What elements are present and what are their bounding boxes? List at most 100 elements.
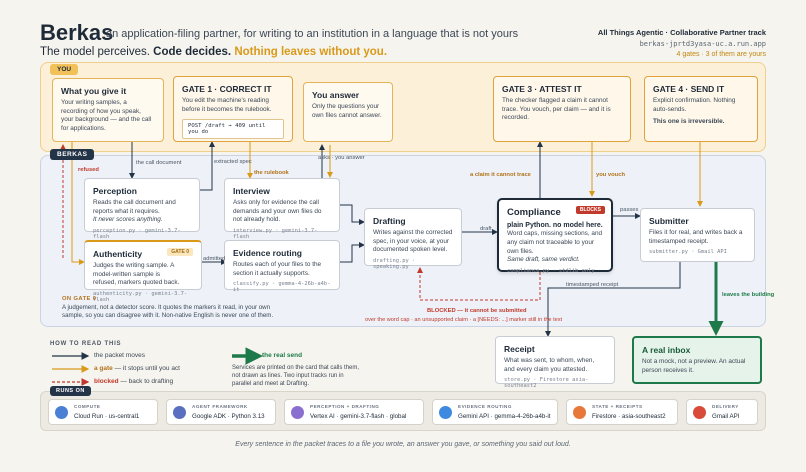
label-passes: passes: [620, 207, 639, 213]
interview-card: Interview Asks only for evidence the cal…: [224, 178, 340, 240]
submitter-text: Files it for real, and writes back a tim…: [649, 229, 743, 245]
gate4-text: Explicit confirmation. Nothing auto-send…: [653, 97, 736, 113]
you-answer-text: Only the questions your own files cannot…: [312, 103, 382, 119]
compliance-verdict: Same draft, same verdict.: [507, 256, 580, 264]
gate3-card[interactable]: GATE 3 · ATTEST IT The checker flagged a…: [493, 76, 631, 142]
compliance-title: Compliance: [507, 207, 561, 218]
perception-card: Perception Reads the call document and r…: [84, 178, 200, 240]
label-cannot-trace: a claim it cannot trace: [470, 172, 531, 178]
you-zone-tag: YOU: [50, 64, 79, 75]
compliance-subtitle: plain Python. no model here.: [507, 222, 603, 229]
label-call-document: the call document: [136, 160, 182, 166]
adk-icon: [173, 406, 186, 419]
gate1-card[interactable]: GATE 1 · CORRECT IT You edit the machine…: [173, 76, 293, 142]
interview-code: interview.py · gemini-3.7-flash: [233, 227, 318, 240]
compliance-text: Word caps, missing sections, and any cla…: [507, 230, 603, 255]
gate4-title: GATE 4 · SEND IT: [653, 84, 725, 94]
vertex-ai-icon: [291, 406, 304, 419]
cloud-run-icon: [55, 406, 68, 419]
gates-count: 4 gates · 3 of them are yours: [676, 51, 767, 58]
gate4-warning: This one is irreversible.: [653, 118, 725, 126]
motto-orange: Nothing leaves without you.: [234, 46, 388, 58]
you-answer-title: You answer: [312, 90, 360, 100]
authenticity-refused: refused, markers quoted back.: [93, 279, 180, 287]
drafting-text: Writes against the corrected spec, in yo…: [373, 229, 453, 254]
service-key: DELIVERY: [712, 404, 739, 409]
service-card: DELIVERY Gmail API: [686, 399, 758, 425]
arrow-receipt: [545, 262, 681, 337]
service-card: STATE + RECEIPTS Firestore · asia-southea…: [566, 399, 678, 425]
agent-zone-tag: BERKAS: [50, 149, 95, 160]
evidence-routing-title: Evidence routing: [233, 248, 302, 258]
label-timestamped-receipt: timestamped receipt: [566, 282, 619, 288]
gate1-command: POST /draft → 409 until you do: [182, 119, 284, 140]
arrow-routing-drafting: [340, 242, 365, 263]
authenticity-card: Authenticity GATE 0 Judges the writing s…: [84, 240, 202, 303]
real-inbox-title: A real inbox: [642, 345, 691, 355]
authenticity-code: authenticity.py · gemini-3.7-flash: [93, 290, 188, 303]
legend-moves: the packet moves: [94, 352, 145, 359]
gate1-text: You edit the machine's reading before it…: [182, 97, 272, 113]
evidence-routing-card: Evidence routing Routes each of your fil…: [224, 240, 340, 293]
authenticity-text: Judges the writing sample. A model-writt…: [93, 262, 174, 278]
gate0-note-text: A judgement, not a detector score. It qu…: [62, 304, 274, 320]
arrow-blocked: [417, 267, 541, 301]
service-key: STATE + RECEIPTS: [592, 404, 643, 409]
gate3-text: The checker flagged a claim it cannot tr…: [502, 97, 611, 122]
service-value: Cloud Run · us-central1: [74, 413, 140, 420]
legend-real-send: the real send: [262, 352, 303, 359]
submitter-title: Submitter: [649, 216, 689, 226]
perception-note: It never scores anything.: [93, 216, 163, 224]
label-blocked-submit: BLOCKED — it cannot be submitted: [427, 308, 527, 314]
legend-gate-strong: a gate: [94, 365, 113, 372]
motto-plain: The model perceives.: [40, 46, 150, 58]
label-leaves-building: leaves the building: [722, 292, 775, 298]
submitter-code: submitter.py · Gmail API: [649, 249, 727, 256]
what-you-give-title: What you give it: [61, 86, 127, 96]
arrow-extracted-spec: [200, 141, 215, 191]
service-value: Google ADK · Python 3.13: [192, 413, 265, 420]
label-the-rulebook: the rulebook: [254, 170, 289, 176]
evidence-routing-text: Routes each of your files to the section…: [233, 261, 322, 277]
motto-bold: Code decides.: [153, 46, 232, 58]
you-answer-card[interactable]: You answer Only the questions your own f…: [303, 82, 393, 142]
blocks-badge: BLOCKS: [575, 206, 605, 214]
brand-title: Berkas: [40, 20, 114, 45]
submitter-card: Submitter Files it for real, and writes …: [640, 208, 755, 262]
receipt-code: store.py · Firestore asia-southeast2: [504, 377, 589, 390]
gate4-card[interactable]: GATE 4 · SEND IT Explicit confirmation. …: [644, 76, 758, 142]
gate3-title: GATE 3 · ATTEST IT: [502, 84, 582, 94]
legend-title: HOW TO READ THIS: [50, 341, 122, 347]
label-draft: draft: [480, 226, 492, 232]
label-asks-answer: asks · you answer: [318, 155, 365, 161]
track-title: All Things Agentic · Collaborative Partn…: [597, 28, 766, 37]
perception-text: Reads the call document and reports what…: [93, 199, 176, 215]
service-value: Gmail API: [712, 413, 740, 420]
gate0-note-title: ON GATE 0: [62, 296, 97, 302]
authenticity-title: Authenticity: [93, 249, 143, 259]
service-value: Firestore · asia-southeast2: [592, 413, 666, 420]
compliance-card: Compliance BLOCKS plain Python. no model…: [497, 198, 613, 274]
legend-gate: a gate — it stops until you act: [94, 365, 180, 372]
gemini-icon: [439, 406, 452, 419]
app-url[interactable]: berkas-jprtd3yasa-uc.a.run.app: [639, 40, 766, 48]
service-key: AGENT FRAMEWORK: [192, 404, 248, 409]
gate1-title: GATE 1 · CORRECT IT: [182, 84, 272, 94]
legend-blocked-rest: — back to drafting: [118, 378, 174, 385]
label-you-vouch: you vouch: [596, 172, 625, 178]
arrow-sample: [71, 142, 85, 265]
drafting-code: drafting.py · speaking.py: [373, 257, 416, 270]
label-extracted-spec: extracted spec: [214, 159, 252, 165]
legend-gate-rest: — it stops until you act: [112, 365, 180, 372]
what-you-give-card: What you give it Your writing samples, a…: [52, 78, 164, 142]
real-inbox-text: Not a mock, not a preview. An actual per…: [642, 358, 746, 374]
service-card: AGENT FRAMEWORK Google ADK · Python 3.13: [166, 399, 276, 425]
legend-blocked: blocked — back to drafting: [94, 378, 173, 385]
label-admitted: admitted: [203, 256, 226, 262]
real-inbox-card: A real inbox Not a mock, not a preview. …: [632, 336, 762, 384]
legend-blocked-strong: blocked: [94, 378, 119, 385]
footer-note: Every sentence in the packet traces to a…: [235, 441, 571, 448]
